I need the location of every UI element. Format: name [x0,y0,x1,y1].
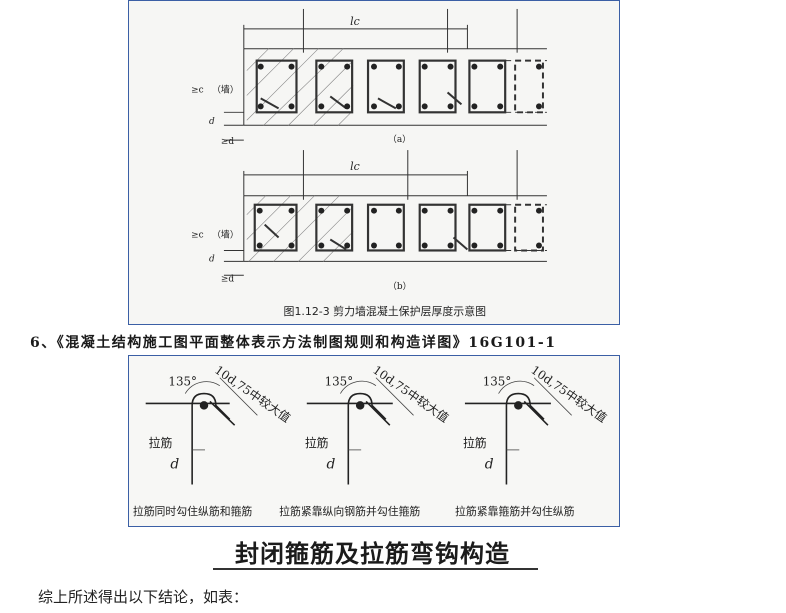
shear-wall-cover-figure: lc ≥c （墙） d ≥d （a） [128,0,620,325]
hook-diagram: 135° 135° 135° 10d,75中较大值 10d,75中较大值 10d… [133,363,610,518]
section-heading: 6、《混凝土结构施工图平面整体表示方法制图规则和构造详图》16G101-1 [30,335,557,351]
svg-text:拉筋: 拉筋 [149,436,173,450]
svg-text:135°: 135° [325,375,354,389]
title-underline [213,568,538,570]
svg-text:拉筋: 拉筋 [463,436,487,450]
svg-text:拉筋: 拉筋 [305,436,329,450]
svg-text:d: d [485,457,494,473]
svg-text:≥c: ≥c [191,231,204,241]
caption-detail-3: 拉筋紧靠箍筋并勾住纵筋 [455,504,575,518]
panel-a-label: （a） [388,134,411,145]
ge-d-label-a: ≥d [221,137,234,147]
svg-text:（墙）: （墙） [212,83,239,95]
stirrup-a4 [418,59,457,114]
svg-text:d: d [327,457,336,473]
caption-detail-1: 拉筋同时勾住纵筋和箍筋 [133,504,253,518]
svg-text:d: d [209,254,215,264]
cmin-label-a: ≥c [191,85,204,95]
dim-lc-a: lc [350,15,360,28]
svg-text:135°: 135° [168,375,197,389]
conclusion-text: 综上所述得出以下结论，如表： [38,588,249,606]
svg-text:135°: 135° [483,375,512,389]
hook-figure-title: 封闭箍筋及拉筋弯钩构造 [235,540,510,568]
figure1-caption: 图1.12-3 剪力墙混凝土保护层厚度示意图 [284,304,487,318]
panel-b-label: （b） [388,281,412,292]
shear-wall-diagram: lc ≥c （墙） d ≥d （a） [191,8,547,318]
caption-detail-2: 拉筋紧靠纵向钢筋并勾住箍筋 [279,504,420,518]
stirrup-a2 [315,59,354,114]
stirrup-a3 [366,59,405,114]
hook-construction-figure: 135° 135° 135° 10d,75中较大值 10d,75中较大值 10d… [128,355,620,527]
stirrup-b1 [253,203,298,252]
svg-text:≥d: ≥d [221,274,234,284]
stirrup-a1 [255,59,298,114]
svg-text:（墙）: （墙） [212,229,239,241]
svg-text:d: d [170,457,179,473]
svg-text:lc: lc [350,160,360,173]
svg-text:d: d [209,117,215,127]
